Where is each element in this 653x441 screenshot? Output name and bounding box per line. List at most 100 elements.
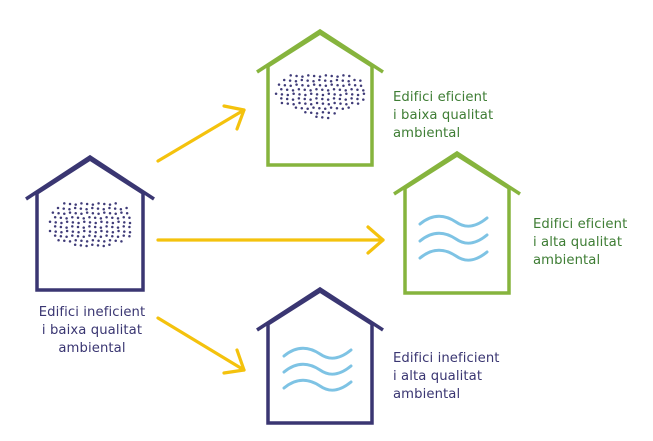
pollution-dot: [318, 78, 321, 82]
pollution-dot: [48, 220, 52, 224]
pollution-icon: [48, 202, 132, 248]
pollution-dot: [301, 75, 304, 78]
pollution-dot: [79, 207, 83, 210]
pollution-dot: [288, 79, 292, 82]
pollution-dot: [48, 229, 52, 233]
pollution-dot: [341, 107, 345, 111]
pollution-dot: [344, 89, 347, 92]
pollution-dot: [122, 215, 125, 219]
pollution-dot: [327, 111, 331, 115]
pollution-dot: [103, 240, 106, 243]
pollution-dot: [88, 221, 92, 224]
label-source: Edifici ineficient i baixa qualitat ambi…: [38, 305, 146, 356]
pollution-dot: [122, 234, 125, 237]
pollution-dot: [117, 220, 120, 224]
pollution-dot: [76, 225, 80, 229]
pollution-dot: [350, 87, 353, 91]
pollution-dot: [282, 78, 286, 82]
pollution-dot: [65, 235, 68, 239]
pollution-dot: [120, 211, 123, 214]
pollution-dot: [332, 87, 336, 91]
pollution-dot: [128, 230, 132, 234]
pollution-dot: [54, 230, 57, 233]
pollution-dot: [88, 215, 91, 219]
pollution-dot: [359, 79, 362, 82]
house-bottom-roof-outer: [256, 286, 384, 332]
pollution-dot: [280, 101, 284, 105]
pollution-dot: [321, 97, 324, 101]
pollution-dot: [326, 98, 330, 101]
house-top: [256, 28, 384, 167]
label-top: Edifici eficient i baixa qualitat ambien…: [393, 90, 494, 141]
pollution-dot: [123, 230, 126, 233]
pollution-dot: [292, 92, 295, 96]
pollution-dot: [114, 212, 117, 216]
pollution-dot: [326, 116, 330, 120]
pollution-dot: [91, 238, 95, 242]
pollution-dot: [315, 97, 318, 100]
house-middle-body: [403, 152, 511, 295]
pollution-dot: [298, 101, 301, 105]
pollution-dot: [99, 226, 103, 229]
pollution-dot: [338, 88, 342, 92]
pollution-dot: [348, 74, 351, 78]
pollution-dot: [329, 79, 333, 83]
pollution-dot: [128, 221, 132, 225]
house-top-roof-outer: [256, 28, 384, 74]
pollution-dot: [68, 240, 72, 243]
pollution-dot: [339, 102, 342, 105]
house-source-roof-outer: [25, 154, 155, 201]
pollution-dot: [85, 244, 88, 248]
pollution-dot: [321, 116, 324, 119]
pollution-dot: [102, 244, 105, 248]
pollution-dot: [315, 101, 319, 105]
pollution-dot: [120, 240, 123, 243]
pollution-dot: [356, 97, 359, 101]
pollution-dot: [59, 216, 63, 220]
pollution-dot: [82, 235, 85, 239]
arrow-right-icon: [156, 225, 385, 255]
pollution-dot: [93, 216, 97, 220]
pollution-dot: [74, 238, 77, 242]
pollution-dot: [108, 203, 112, 206]
pollution-dot: [85, 240, 89, 243]
pollution-dot: [341, 79, 345, 82]
pollution-dot: [82, 226, 85, 229]
pollution-dot: [330, 83, 333, 86]
pollution-dot: [277, 83, 281, 86]
pollution-dot: [304, 93, 307, 97]
pollution-dot: [96, 207, 100, 210]
label-middle: Edifici eficient i alta qualitat ambient…: [533, 217, 628, 268]
pollution-dot: [113, 207, 117, 210]
pollution-dot: [333, 112, 336, 115]
pollution-dot: [318, 106, 321, 110]
pollution-dot: [315, 87, 318, 91]
pollution-dot: [59, 225, 63, 229]
pollution-dot: [117, 229, 120, 233]
pollution-dot: [105, 225, 108, 228]
pollution-dot: [291, 89, 295, 92]
pollution-dot: [304, 102, 307, 105]
pollution-dot: [306, 79, 309, 82]
pollution-dot: [80, 212, 83, 216]
pollution-dot: [83, 229, 86, 233]
pollution-dot: [347, 79, 350, 83]
pollution-dot: [128, 225, 131, 229]
pollution-dot: [280, 97, 283, 100]
pollution-dot: [333, 101, 336, 105]
pollution-dot: [53, 215, 57, 219]
arrow-down-right-icon: [156, 316, 246, 375]
pollution-dot: [85, 211, 89, 214]
pollution-dot: [327, 102, 331, 106]
pollution-dot: [321, 93, 325, 97]
pollution-dot: [362, 89, 365, 92]
pollution-dot: [304, 110, 307, 114]
pollution-dot: [71, 234, 74, 237]
pollution-dot: [91, 243, 94, 247]
pollution-dot: [80, 202, 83, 205]
pollution-dot: [295, 74, 298, 78]
house-source: [25, 154, 155, 292]
pollution-dot: [68, 211, 72, 214]
house-source-body: [35, 156, 145, 292]
pollution-dot: [116, 235, 120, 239]
